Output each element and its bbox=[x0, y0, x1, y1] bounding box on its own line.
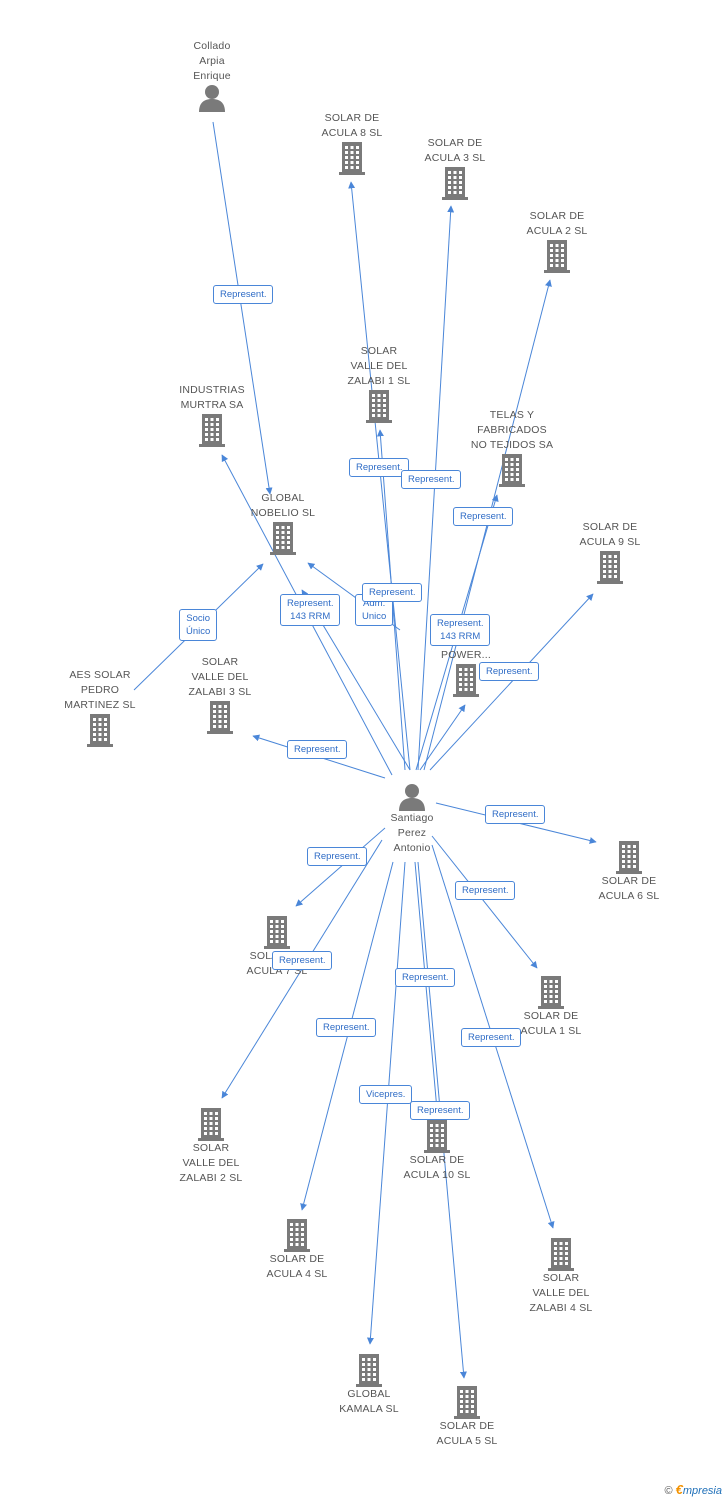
node-zalabi2[interactable]: SOLAR VALLE DEL ZALABI 2 SL bbox=[156, 1107, 266, 1186]
node-murtra[interactable]: INDUSTRIAS MURTRA SA bbox=[157, 383, 267, 447]
node-label: Collado Arpia Enrique bbox=[193, 40, 231, 82]
node-acula6[interactable]: SOLAR DE ACULA 6 SL bbox=[574, 840, 684, 904]
building-icon bbox=[242, 1218, 352, 1252]
building-icon bbox=[222, 915, 332, 949]
relation-label-santiago-to-acula7[interactable]: Represent. bbox=[307, 847, 368, 866]
node-label: SOLAR DE ACULA 5 SL bbox=[436, 1420, 498, 1447]
relation-label-santiago-to-kamala[interactable]: Vicepres. bbox=[359, 1085, 413, 1104]
building-icon bbox=[297, 141, 407, 175]
node-label: SOLAR DE ACULA 4 SL bbox=[266, 1253, 328, 1280]
node-label: SOLAR DE ACULA 8 SL bbox=[321, 112, 383, 139]
relation-label-santiago-to-zalabi2[interactable]: Represent. bbox=[272, 951, 333, 970]
building-icon bbox=[45, 713, 155, 747]
building-icon bbox=[382, 1119, 492, 1153]
node-label: SOLAR VALLE DEL ZALABI 4 SL bbox=[529, 1272, 593, 1314]
relation-label-santiago-to-nobelio[interactable]: Represent. bbox=[362, 583, 423, 602]
brand-e-glyph: € bbox=[675, 1482, 683, 1497]
node-label: POWER... bbox=[440, 649, 492, 661]
relation-label-santiago-to-acula5[interactable]: Represent. bbox=[410, 1101, 471, 1120]
node-label: SOLAR DE ACULA 1 SL bbox=[520, 1010, 582, 1037]
building-icon bbox=[412, 1385, 522, 1419]
person-icon bbox=[157, 84, 267, 112]
node-zalabi3[interactable]: SOLAR VALLE DEL ZALABI 3 SL bbox=[165, 655, 275, 734]
relation-label-santiago-to-power[interactable]: Represent. 143 RRM bbox=[430, 614, 491, 646]
node-label: SOLAR DE ACULA 2 SL bbox=[526, 210, 588, 237]
relation-label-collado-to-nobelio[interactable]: Represent. bbox=[213, 285, 274, 304]
node-acula4[interactable]: SOLAR DE ACULA 4 SL bbox=[242, 1218, 352, 1282]
relation-label-santiago-to-zalabi1[interactable]: Represent. bbox=[349, 458, 410, 477]
node-aes[interactable]: AES SOLAR PEDRO MARTINEZ SL bbox=[45, 668, 155, 747]
building-icon bbox=[400, 166, 510, 200]
relation-label-santiago-to-acula6[interactable]: Represent. bbox=[485, 805, 546, 824]
node-santiago[interactable]: Santiago Perez Antonio bbox=[357, 783, 467, 856]
node-label: GLOBAL KAMALA SL bbox=[339, 1388, 399, 1415]
node-label: SOLAR DE ACULA 10 SL bbox=[403, 1154, 471, 1181]
relation-label-santiago-to-murtra[interactable]: Represent. 143 RRM bbox=[280, 594, 341, 626]
building-icon bbox=[502, 239, 612, 273]
copyright-symbol: © bbox=[664, 1485, 673, 1497]
edge-santiago-to-acula1 bbox=[431, 835, 538, 969]
building-icon bbox=[157, 413, 267, 447]
node-acula3[interactable]: SOLAR DE ACULA 3 SL bbox=[400, 136, 510, 200]
relation-label-santiago-to-telas[interactable]: Represent. bbox=[401, 470, 462, 489]
building-icon bbox=[574, 840, 684, 874]
node-label: SOLAR DE ACULA 3 SL bbox=[424, 137, 486, 164]
building-icon bbox=[314, 1353, 424, 1387]
relation-label-santiago-to-zalabi3[interactable]: Represent. bbox=[287, 740, 348, 759]
relation-label-santiago-to-acula1[interactable]: Represent. bbox=[455, 881, 516, 900]
relation-label-santiago-to-acula2[interactable]: Represent. bbox=[453, 507, 514, 526]
node-telas[interactable]: TELAS Y FABRICADOS NO TEJIDOS SA bbox=[457, 408, 567, 487]
node-zalabi1[interactable]: SOLAR VALLE DEL ZALABI 1 SL bbox=[324, 344, 434, 423]
building-icon bbox=[506, 1237, 616, 1271]
building-icon bbox=[156, 1107, 266, 1141]
relation-label-santiago-to-acula10[interactable]: Represent. bbox=[395, 968, 456, 987]
brand-logo: © €mpresia bbox=[664, 1482, 722, 1497]
relation-label-aes-to-nobelio[interactable]: Socio Único bbox=[179, 609, 218, 641]
node-label: SOLAR VALLE DEL ZALABI 2 SL bbox=[179, 1142, 243, 1184]
node-acula5[interactable]: SOLAR DE ACULA 5 SL bbox=[412, 1385, 522, 1449]
relation-label-santiago-to-acula4[interactable]: Represent. bbox=[316, 1018, 377, 1037]
node-kamala[interactable]: GLOBAL KAMALA SL bbox=[314, 1353, 424, 1417]
node-label: TELAS Y FABRICADOS NO TEJIDOS SA bbox=[470, 409, 554, 451]
node-label: AES SOLAR PEDRO MARTINEZ SL bbox=[64, 669, 136, 711]
node-zalabi4[interactable]: SOLAR VALLE DEL ZALABI 4 SL bbox=[506, 1237, 616, 1316]
node-label: SOLAR VALLE DEL ZALABI 1 SL bbox=[347, 345, 411, 387]
edge-santiago-to-power bbox=[419, 704, 466, 771]
node-label: SOLAR VALLE DEL ZALABI 3 SL bbox=[188, 656, 252, 698]
person-icon bbox=[357, 783, 467, 811]
node-label: SOLAR DE ACULA 6 SL bbox=[598, 875, 660, 902]
relation-label-santiago-to-acula9[interactable]: Represent. bbox=[479, 662, 540, 681]
brand-name: mpresia bbox=[682, 1485, 722, 1497]
edge-santiago-to-acula7 bbox=[295, 827, 386, 907]
node-label: Santiago Perez Antonio bbox=[390, 812, 434, 854]
node-label: GLOBAL NOBELIO SL bbox=[250, 492, 316, 519]
building-icon bbox=[457, 453, 567, 487]
building-icon bbox=[228, 521, 338, 555]
node-label: SOLAR DE ACULA 9 SL bbox=[579, 521, 641, 548]
node-acula1[interactable]: SOLAR DE ACULA 1 SL bbox=[496, 975, 606, 1039]
relation-label-santiago-to-zalabi4[interactable]: Represent. bbox=[461, 1028, 522, 1047]
building-icon bbox=[324, 389, 434, 423]
node-acula10[interactable]: SOLAR DE ACULA 10 SL bbox=[382, 1119, 492, 1183]
building-icon bbox=[411, 663, 521, 697]
node-collado[interactable]: Collado Arpia Enrique bbox=[157, 39, 267, 112]
edge-collado-to-nobelio bbox=[212, 121, 273, 495]
building-icon bbox=[165, 700, 275, 734]
edge-santiago-to-acula9 bbox=[429, 593, 594, 771]
node-acula8[interactable]: SOLAR DE ACULA 8 SL bbox=[297, 111, 407, 175]
node-power[interactable]: POWER... bbox=[411, 648, 521, 697]
building-icon bbox=[555, 550, 665, 584]
node-acula9[interactable]: SOLAR DE ACULA 9 SL bbox=[555, 520, 665, 584]
building-icon bbox=[496, 975, 606, 1009]
node-acula2[interactable]: SOLAR DE ACULA 2 SL bbox=[502, 209, 612, 273]
node-label: INDUSTRIAS MURTRA SA bbox=[179, 384, 245, 411]
node-nobelio[interactable]: GLOBAL NOBELIO SL bbox=[228, 491, 338, 555]
